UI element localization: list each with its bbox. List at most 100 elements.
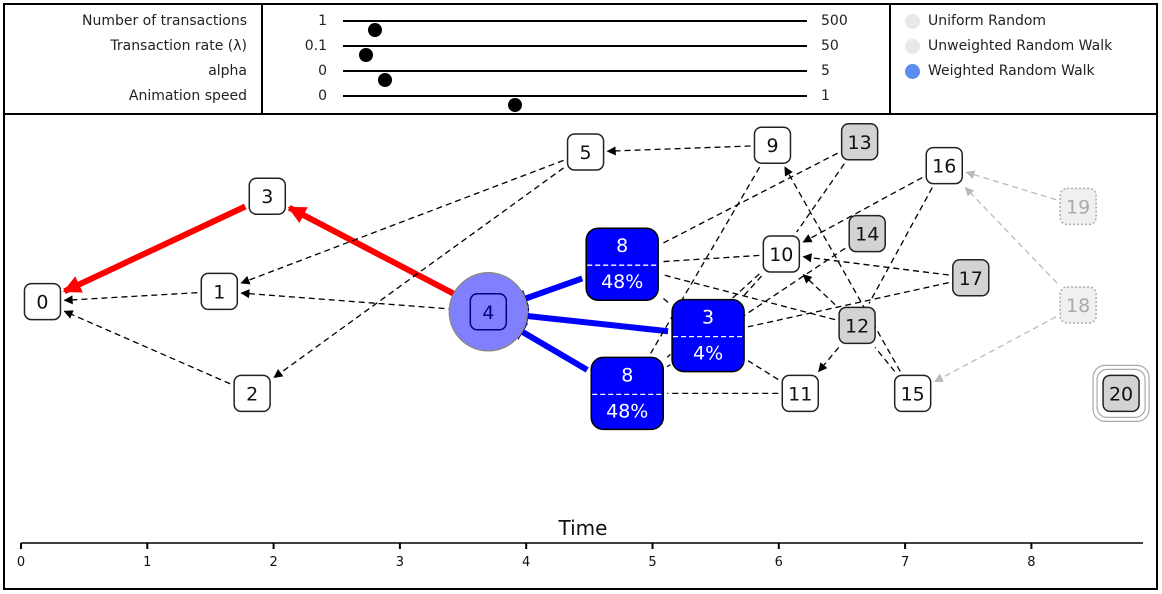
- edge-17-to-3: [747, 282, 949, 328]
- edge-15-to-12: [874, 346, 896, 372]
- axis-tick-label: 0: [17, 555, 25, 570]
- node-3-candidate[interactable]: 3 4%: [671, 298, 745, 373]
- node-0[interactable]: 0: [23, 282, 62, 321]
- controls-panel: Number of transactions Transaction rate …: [3, 3, 1158, 115]
- radio-weighted-random-walk[interactable]: Weighted Random Walk: [905, 61, 1095, 81]
- node-box: [233, 374, 271, 413]
- edge-12-to-10: [802, 274, 836, 306]
- edge-3-to-0: [62, 203, 247, 295]
- node-10[interactable]: 10: [762, 235, 801, 273]
- axis-tick-label: 7: [901, 555, 909, 570]
- node-4[interactable]: 4: [469, 293, 508, 331]
- axis-tick-label: 3: [396, 555, 404, 570]
- node-14[interactable]: 14: [848, 214, 886, 253]
- axis-tick-label: 2: [269, 555, 277, 570]
- edge-3-to-8: [661, 296, 669, 303]
- edge-4-to-1: [240, 289, 465, 311]
- radio-unweighted-random-walk[interactable]: Unweighted Random Walk: [905, 36, 1112, 56]
- slider-min: 0: [318, 63, 327, 79]
- slider-label-num-transactions: Number of transactions: [81, 13, 247, 29]
- node-8-candidate[interactable]: 848%: [590, 356, 664, 431]
- edge-16-to-12: [868, 187, 933, 304]
- slider-label-alpha: alpha: [208, 63, 247, 79]
- node-3[interactable]: 3: [248, 177, 287, 215]
- slider-alpha[interactable]: 0 5: [263, 61, 889, 87]
- node-17[interactable]: 17: [952, 259, 990, 297]
- slider-track[interactable]: [343, 70, 807, 87]
- node-5[interactable]: 5: [566, 133, 605, 171]
- node-19[interactable]: 19: [1059, 187, 1097, 226]
- edge-18-to-16: [964, 186, 1058, 284]
- node-label: 3: [702, 307, 714, 329]
- node-probability: 48%: [601, 271, 643, 293]
- radio-dot[interactable]: [905, 63, 920, 79]
- radio-label: Uniform Random: [928, 13, 1047, 29]
- node-label: 4: [482, 302, 494, 324]
- node-box: [893, 374, 932, 413]
- radio-label: Unweighted Random Walk: [928, 38, 1113, 54]
- slider-labels-column: Number of transactions Transaction rate …: [5, 5, 263, 113]
- slider-track[interactable]: [343, 20, 807, 37]
- node-box: [1102, 374, 1140, 413]
- slider-label-animation-speed: Animation speed: [128, 88, 247, 104]
- edge-13-to-10: [796, 163, 845, 233]
- radio-label: Weighted Random Walk: [928, 63, 1095, 79]
- slider-transaction-rate[interactable]: 0.1 50: [263, 36, 889, 62]
- slider-max: 1: [821, 88, 830, 104]
- edge-19-to-16: [965, 170, 1057, 201]
- axis-tick-label: 8: [1027, 555, 1035, 570]
- node-15[interactable]: 15: [893, 374, 932, 413]
- edge-9-to-5: [606, 145, 751, 156]
- node-box: [840, 123, 879, 161]
- slider-num-transactions[interactable]: 1 500: [263, 11, 889, 37]
- edge-10-to-3: [743, 275, 763, 297]
- edge-16-to-10: [802, 176, 923, 243]
- node-label: 9: [766, 135, 778, 157]
- node-20[interactable]: 20: [1092, 364, 1150, 422]
- node-label: 20: [1109, 383, 1133, 405]
- node-9[interactable]: 9: [753, 126, 792, 164]
- edge-11-to-3: [747, 360, 779, 381]
- node-16[interactable]: 16: [925, 146, 964, 185]
- node-11[interactable]: 11: [781, 374, 820, 413]
- slider-knob[interactable]: [359, 48, 374, 62]
- node-box: [23, 282, 62, 321]
- node-box: [781, 374, 820, 413]
- node-box: [469, 293, 508, 331]
- node-outer-ring: [1092, 364, 1150, 422]
- node-label: 8: [616, 235, 628, 257]
- slider-knob[interactable]: [368, 23, 383, 37]
- slider-max: 500: [821, 13, 848, 29]
- node-18[interactable]: 18: [1059, 286, 1097, 324]
- node-box: [762, 235, 801, 273]
- node-label: 0: [36, 292, 48, 314]
- edges-layer: [62, 145, 1058, 395]
- node-probability: 4%: [693, 343, 723, 365]
- node-box: [200, 272, 239, 311]
- radio-dot[interactable]: [905, 38, 920, 54]
- slider-knob[interactable]: [377, 73, 392, 87]
- slider-min: 0.1: [304, 38, 327, 54]
- node-2[interactable]: 2: [233, 374, 271, 413]
- node-8-candidate[interactable]: 8 48%: [585, 227, 659, 301]
- radio-uniform-random[interactable]: Uniform Random: [905, 11, 1046, 31]
- slider-animation-speed[interactable]: 0 1: [263, 86, 889, 112]
- node-box: [671, 298, 745, 373]
- node-13[interactable]: 13: [840, 123, 879, 161]
- slider-track[interactable]: [343, 95, 807, 112]
- node-label: 14: [855, 224, 879, 246]
- node-box: [590, 356, 664, 431]
- slider-knob[interactable]: [507, 98, 522, 112]
- node-label: 3: [261, 186, 273, 208]
- node-1[interactable]: 1: [200, 272, 239, 311]
- node-12[interactable]: 12: [838, 306, 876, 345]
- edge-3-to-4: [510, 307, 669, 335]
- node-outer-ring: [1096, 368, 1146, 418]
- radio-dot[interactable]: [905, 13, 920, 29]
- slider-track[interactable]: [343, 45, 807, 62]
- algorithm-radio-group: Uniform Random Unweighted Random Walk We…: [891, 5, 1156, 113]
